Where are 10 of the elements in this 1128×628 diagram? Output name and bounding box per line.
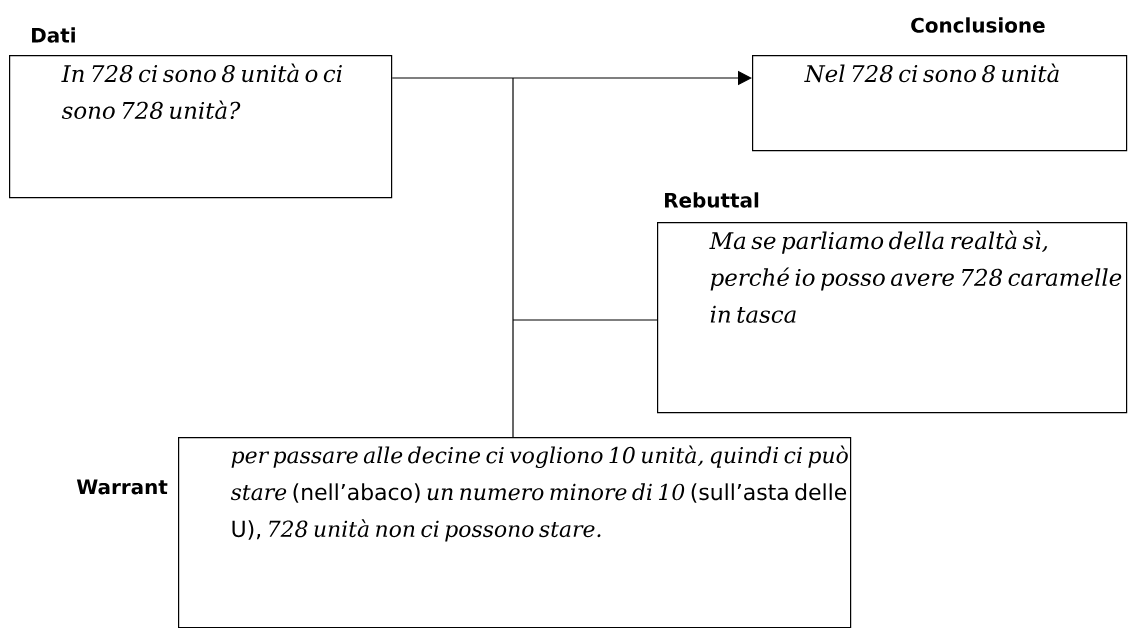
text-box: Nel 728 ci sono 8 unità [752, 55, 1128, 152]
text-box: Ma se parliamo della realtà sì, perché io posso avere 728 caramelle in tasca [657, 222, 1128, 414]
text-box: In 728 ci sono 8 unità o ci sono 728 unità? [9, 55, 393, 199]
heading: Dati [32, 27, 75, 43]
heading: Warrant [76, 479, 168, 495]
heading: Rebuttal [665, 192, 759, 208]
heading: Conclusione [911, 17, 1045, 33]
connector [512, 319, 658, 321]
text-box: per passare alle decine ci vogliono 10 unità, quindi ci può stare (nell’abaco) un numero minore di 10 (sull’asta delle U), 728 unità non ci possono stare. [178, 437, 852, 628]
connector [512, 77, 514, 438]
